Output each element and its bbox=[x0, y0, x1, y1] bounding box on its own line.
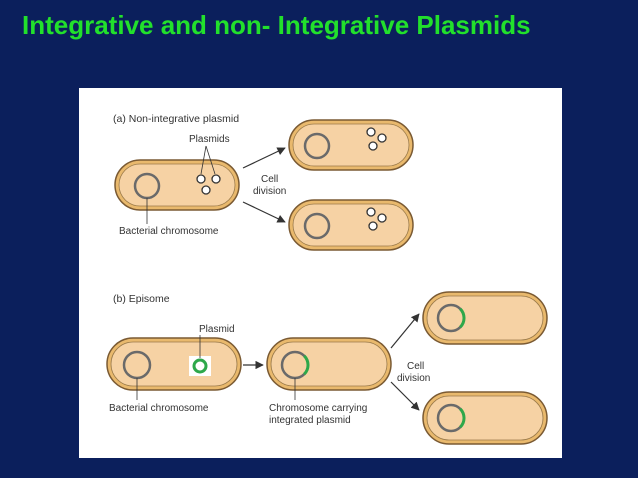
panel-a-heading: (a) Non-integrative plasmid bbox=[113, 113, 239, 125]
cell-b-daughter-top bbox=[422, 291, 548, 345]
bacterial-chromosome bbox=[436, 303, 466, 333]
plasmid-diagram-figure: (a) Non-integrative plasmid Plasmids Bac… bbox=[79, 88, 562, 458]
cell-b-integrated bbox=[266, 337, 392, 391]
bacterial-chromosome bbox=[122, 350, 152, 380]
integrated-plasmid bbox=[303, 354, 310, 376]
integrated-label-2: integrated plasmid bbox=[269, 415, 351, 426]
cell-b-daughter-bottom bbox=[422, 391, 548, 445]
slide-title: Integrative and non- Integrative Plasmid… bbox=[22, 10, 531, 40]
cell-division-label-a-2: division bbox=[253, 186, 286, 197]
cell-a-main bbox=[114, 159, 240, 211]
arrow bbox=[242, 201, 286, 223]
leader-line bbox=[205, 145, 216, 175]
plasmid-diagram: (a) Non-integrative plasmid Plasmids Bac… bbox=[106, 113, 548, 445]
panel-b-heading: (b) Episome bbox=[113, 293, 170, 305]
plasmid bbox=[368, 221, 378, 231]
plasmid bbox=[366, 127, 376, 137]
plasmid bbox=[196, 174, 206, 184]
bacterial-chromosome bbox=[303, 212, 331, 240]
bacterial-chromosome bbox=[133, 172, 161, 200]
cell-a-daughter-bottom bbox=[288, 199, 414, 251]
leader-line bbox=[200, 145, 207, 175]
plasmid bbox=[192, 358, 208, 374]
integrated-plasmid bbox=[459, 407, 466, 429]
cell-division-label-a-1: Cell bbox=[261, 174, 278, 185]
plasmid bbox=[368, 141, 378, 151]
arrow bbox=[390, 381, 420, 411]
plasmid bbox=[377, 133, 387, 143]
arrow bbox=[242, 147, 286, 169]
chromosome-label-b: Bacterial chromosome bbox=[109, 403, 209, 414]
plasmid bbox=[377, 213, 387, 223]
chromosome-label-a: Bacterial chromosome bbox=[119, 226, 219, 237]
integrated-plasmid bbox=[459, 307, 466, 329]
cell-division-label-b-2: division bbox=[397, 373, 430, 384]
bacterial-chromosome bbox=[436, 403, 466, 433]
plasmid-label: Plasmid bbox=[199, 324, 235, 335]
plasmid bbox=[211, 174, 221, 184]
cell-division-label-b-1: Cell bbox=[407, 361, 424, 372]
plasmid bbox=[366, 207, 376, 217]
integrated-label-1: Chromosome carrying bbox=[269, 403, 367, 414]
cell-b-main bbox=[106, 337, 242, 391]
plasmids-label: Plasmids bbox=[189, 134, 230, 145]
cell-a-daughter-top bbox=[288, 119, 414, 171]
bacterial-chromosome bbox=[303, 132, 331, 160]
bacterial-chromosome bbox=[280, 350, 310, 380]
arrow bbox=[390, 313, 420, 349]
plasmid bbox=[201, 185, 211, 195]
